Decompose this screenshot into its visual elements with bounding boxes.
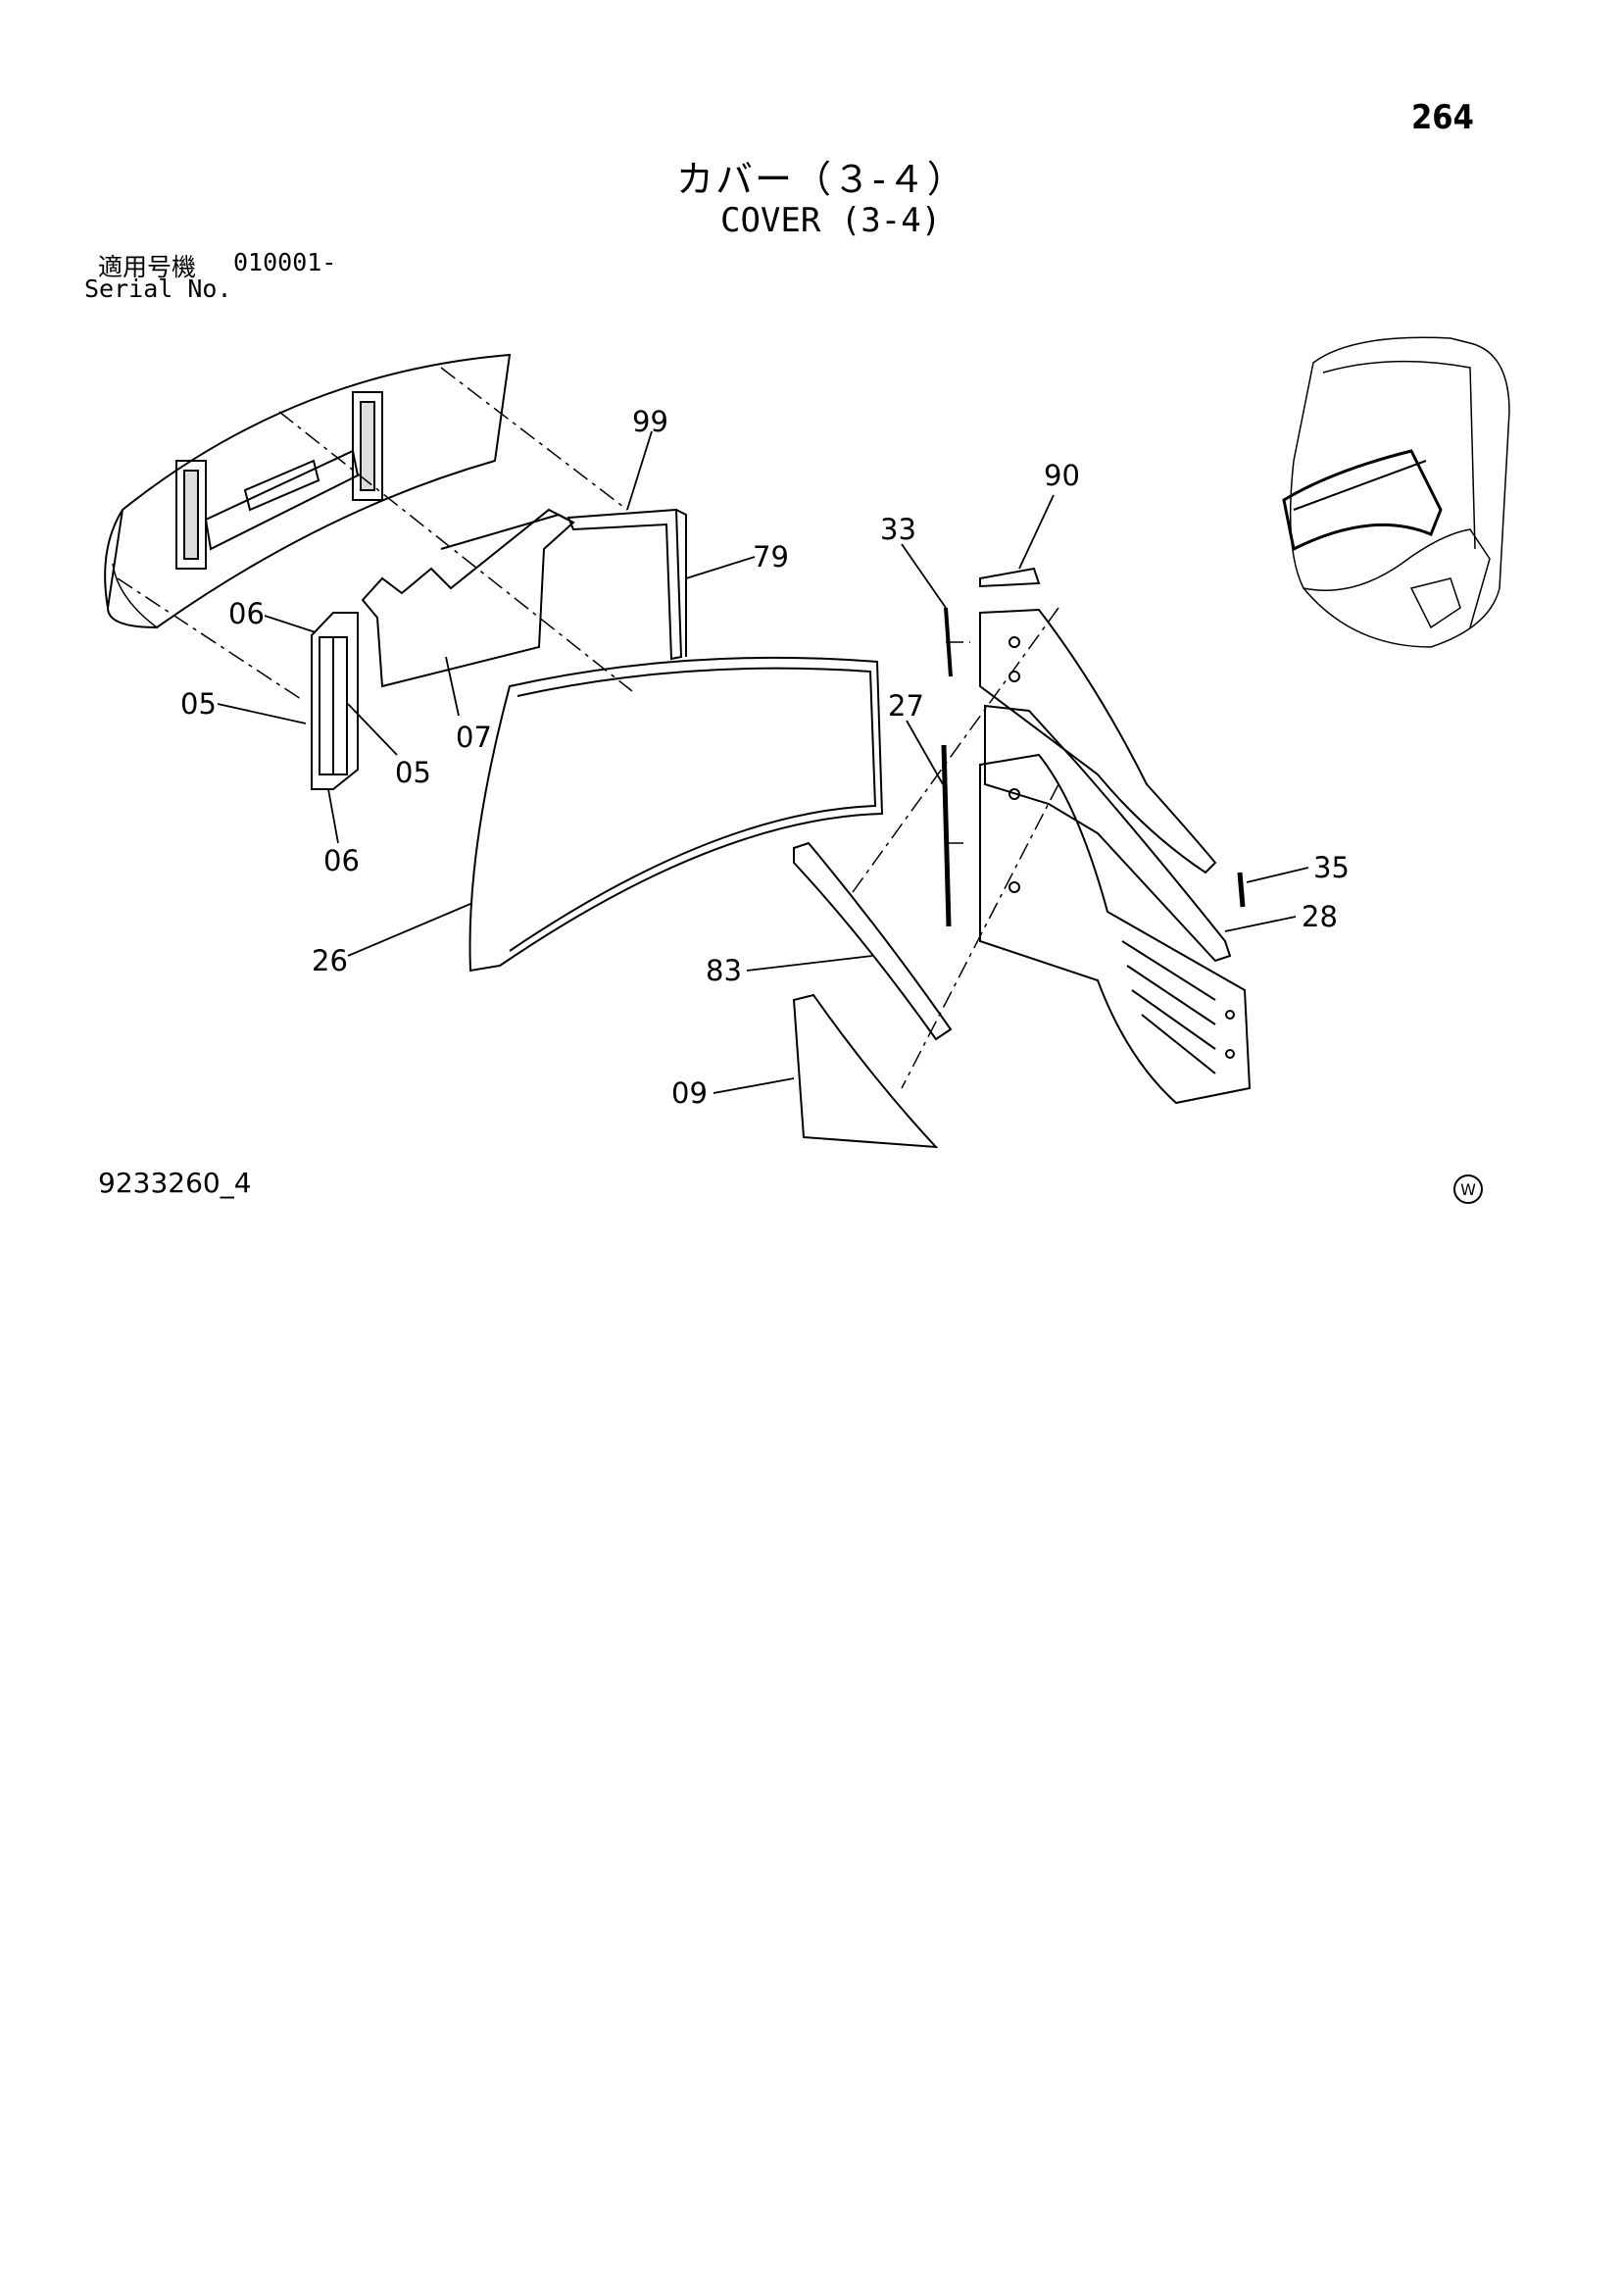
callout-28: 28 bbox=[1302, 900, 1338, 933]
callout-09: 09 bbox=[671, 1076, 708, 1110]
drawing-number: 9233260_4 bbox=[98, 1167, 252, 1199]
part-33-shape bbox=[944, 607, 953, 677]
callout-79: 79 bbox=[753, 540, 789, 574]
part-07-shape bbox=[361, 508, 575, 688]
leader-lines bbox=[217, 430, 1309, 1094]
page-number: 264 bbox=[1411, 98, 1474, 137]
callout-05-left: 05 bbox=[180, 687, 217, 721]
callout-83: 83 bbox=[706, 954, 742, 987]
callout-06-upper: 06 bbox=[228, 597, 265, 630]
svg-text:W: W bbox=[1460, 1180, 1476, 1199]
assembly-guide-lines bbox=[117, 367, 1059, 1089]
part-79-shape bbox=[566, 508, 687, 661]
rear-cover-assembly bbox=[104, 353, 512, 629]
part-90-shape bbox=[979, 567, 1041, 588]
part-83-shape bbox=[793, 841, 953, 1041]
part-35-shape bbox=[1237, 872, 1246, 908]
part-05-shape bbox=[311, 612, 359, 790]
w-mark-icon: W bbox=[1453, 1174, 1483, 1204]
callout-33: 33 bbox=[880, 513, 916, 546]
callout-99: 99 bbox=[632, 405, 668, 438]
callout-35: 35 bbox=[1313, 851, 1350, 884]
serial-label-japanese: 適用号機 bbox=[98, 253, 197, 281]
callout-26: 26 bbox=[312, 944, 348, 977]
side-cover-assembly bbox=[979, 608, 1252, 1105]
serial-value: 010001- bbox=[233, 248, 337, 276]
part-09-shape bbox=[792, 993, 939, 1149]
page-title-english: COVER (3-4) bbox=[720, 201, 942, 240]
part-27-shape bbox=[941, 744, 952, 927]
part-26-shape bbox=[468, 656, 884, 973]
callout-07: 07 bbox=[456, 721, 492, 754]
callout-90: 90 bbox=[1044, 459, 1080, 492]
page-title-japanese: カバー（３-４） bbox=[676, 158, 966, 201]
serial-label-english: Serial No. bbox=[84, 275, 232, 303]
callout-05-right: 05 bbox=[395, 756, 431, 789]
callout-06-lower: 06 bbox=[323, 844, 360, 877]
callout-27: 27 bbox=[888, 689, 924, 723]
machine-inset-view bbox=[1282, 336, 1510, 648]
